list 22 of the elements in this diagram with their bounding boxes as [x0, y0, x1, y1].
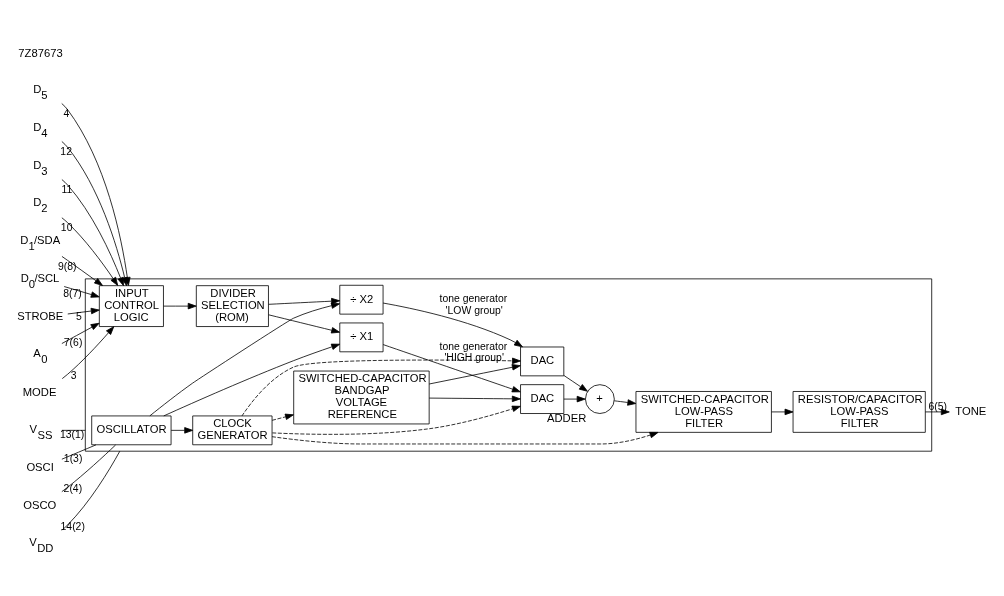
edge-label: tone generator 'HIGH group' [439, 340, 507, 363]
node-text: MODE [22, 385, 56, 398]
edge-label: tone generator 'LOW group' [439, 292, 507, 316]
edge-label: 7(6) [63, 336, 82, 348]
edge-label: 12 [59, 145, 72, 157]
node-label: ADDER [546, 412, 586, 424]
edge-label: 1(3) [63, 452, 82, 464]
node-text: TONE [954, 404, 986, 417]
label: 7Z87673 [17, 46, 63, 59]
edge-label: 9(8) [57, 260, 76, 272]
edge-label: 10 [60, 221, 72, 233]
node-text: OSCI [25, 460, 54, 473]
edge-label: 2(4) [63, 482, 82, 494]
edge-label: 11 [60, 183, 72, 195]
node-text: STROBE [16, 309, 63, 322]
edge-label: 5 [75, 310, 82, 322]
edge-label: 8(7) [62, 287, 82, 299]
node-text: OSCO [22, 498, 56, 511]
edge-label: 14(2) [60, 520, 85, 532]
edge-label: 3 [70, 369, 77, 381]
edge-label: 4 [62, 107, 69, 119]
edge-label: 13(1) [59, 428, 84, 440]
